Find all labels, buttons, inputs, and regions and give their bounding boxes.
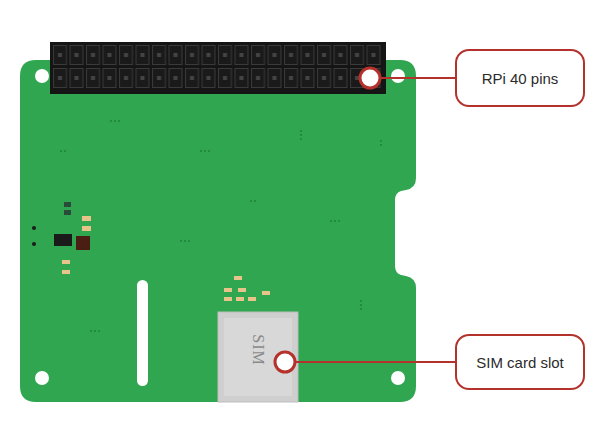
callout-label: SIM card slot bbox=[476, 354, 564, 371]
leader-line bbox=[379, 77, 456, 79]
callout-label: RPi 40 pins bbox=[482, 70, 559, 87]
leader-line bbox=[294, 361, 456, 363]
callout-box: RPi 40 pins bbox=[455, 49, 585, 107]
slot-print: SIM bbox=[249, 334, 267, 365]
smd-components bbox=[32, 202, 91, 274]
pin-header bbox=[50, 42, 386, 94]
leader-dot bbox=[360, 68, 380, 88]
board-slot bbox=[137, 280, 148, 386]
pcb-board bbox=[20, 60, 416, 402]
pcb-traces bbox=[60, 120, 382, 332]
leader-dot bbox=[275, 352, 295, 372]
pin-header-pins bbox=[52, 44, 382, 90]
sim-slot bbox=[218, 312, 298, 402]
gold-pads bbox=[224, 276, 270, 301]
callout-box: SIM card slot bbox=[455, 334, 585, 390]
